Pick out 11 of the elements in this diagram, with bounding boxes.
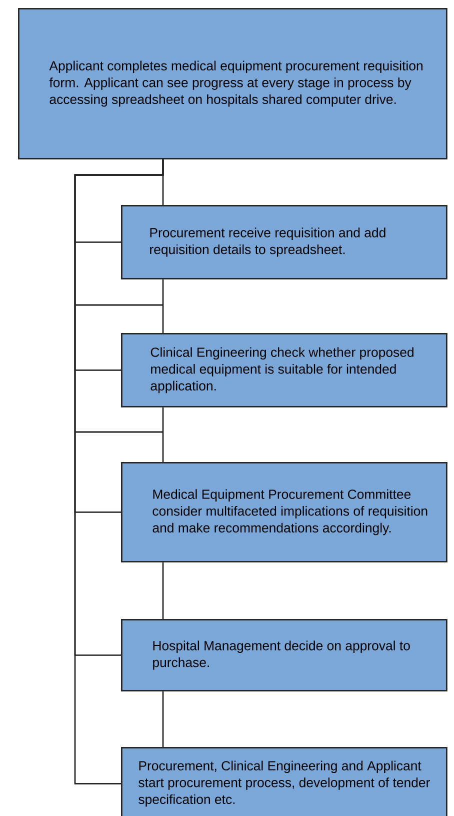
process-box: Medical Equipment Procurement Committee consider multifaceted implications of requisition and make recommendations accordingly. [121, 462, 448, 562]
connector-line [162, 407, 164, 462]
process-box: Hospital Management decide on approval to purchase. [121, 619, 448, 692]
process-box: Clinical Engineering check whether proposed medical equipment is suitable for intended application. [121, 333, 448, 408]
connector-line [162, 279, 164, 333]
process-box: Procurement, Clinical Engineering and Applicant start procurement process, development of tender specification etc. [121, 747, 448, 816]
connector-line [162, 562, 164, 619]
process-box: Procurement receive requisition and add requisition details to spreadsheet. [121, 205, 448, 280]
process-box: Applicant completes medical equipment procurement requisition form. Applicant can see progress at every stage in process by accessing spreadsheet on hospitals shared computer drive. [18, 8, 448, 160]
connector-line [162, 691, 164, 747]
connector-line [74, 159, 164, 784]
